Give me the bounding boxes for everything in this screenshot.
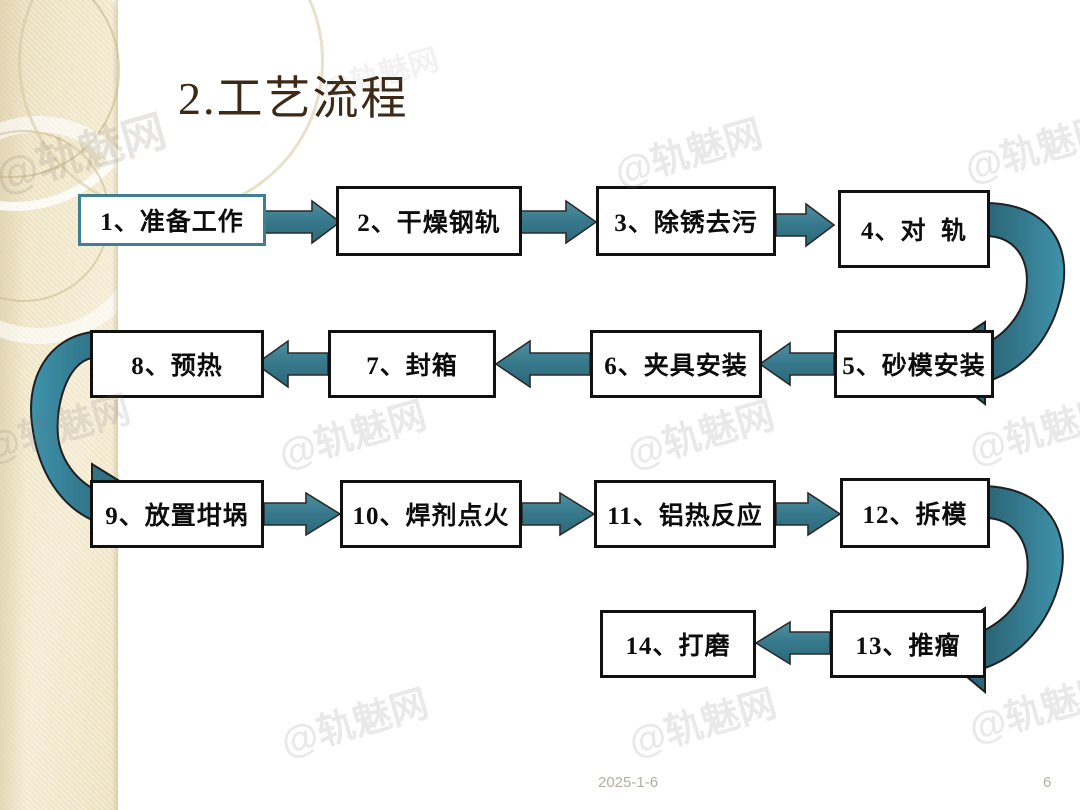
flow-node-3[interactable]: 3、除锈去污 (596, 186, 776, 256)
connector-5-to-6 (758, 341, 835, 387)
band-edge (112, 0, 118, 810)
flow-node-14[interactable]: 14、打磨 (600, 610, 756, 678)
flow-node-6[interactable]: 6、夹具安装 (590, 330, 762, 398)
connector-1-to-2 (264, 199, 342, 245)
flow-node-9[interactable]: 9、放置坩埚 (90, 480, 264, 548)
flow-node-8[interactable]: 8、预热 (90, 330, 264, 398)
connector-7-to-8 (254, 339, 329, 389)
connector-3-to-4 (775, 202, 836, 248)
flow-node-7[interactable]: 7、封箱 (328, 330, 496, 398)
flow-node-2[interactable]: 2、干燥钢轨 (336, 186, 522, 256)
flow-node-10[interactable]: 10、焊剂点火 (340, 480, 522, 548)
page-title: 2.工艺流程 (178, 73, 409, 124)
flow-node-12[interactable]: 12、拆模 (840, 478, 990, 548)
connector-9-to-10 (263, 491, 342, 537)
flow-node-13[interactable]: 13、推瘤 (830, 610, 986, 678)
connector-13-to-14 (754, 620, 831, 666)
flow-node-4[interactable]: 4、对 轨 (838, 190, 990, 268)
footer-page-number: 6 (1043, 774, 1052, 791)
connector-10-to-11 (521, 491, 596, 537)
flow-node-1[interactable]: 1、准备工作 (78, 194, 266, 246)
connector-11-to-12 (775, 491, 842, 537)
connector-6-to-7 (494, 339, 591, 389)
flow-node-5[interactable]: 5、砂模安装 (834, 330, 994, 398)
footer-date: 2025-1-6 (598, 774, 659, 791)
flow-node-11[interactable]: 11、铝热反应 (594, 480, 776, 548)
connector-2-to-3 (519, 199, 598, 245)
